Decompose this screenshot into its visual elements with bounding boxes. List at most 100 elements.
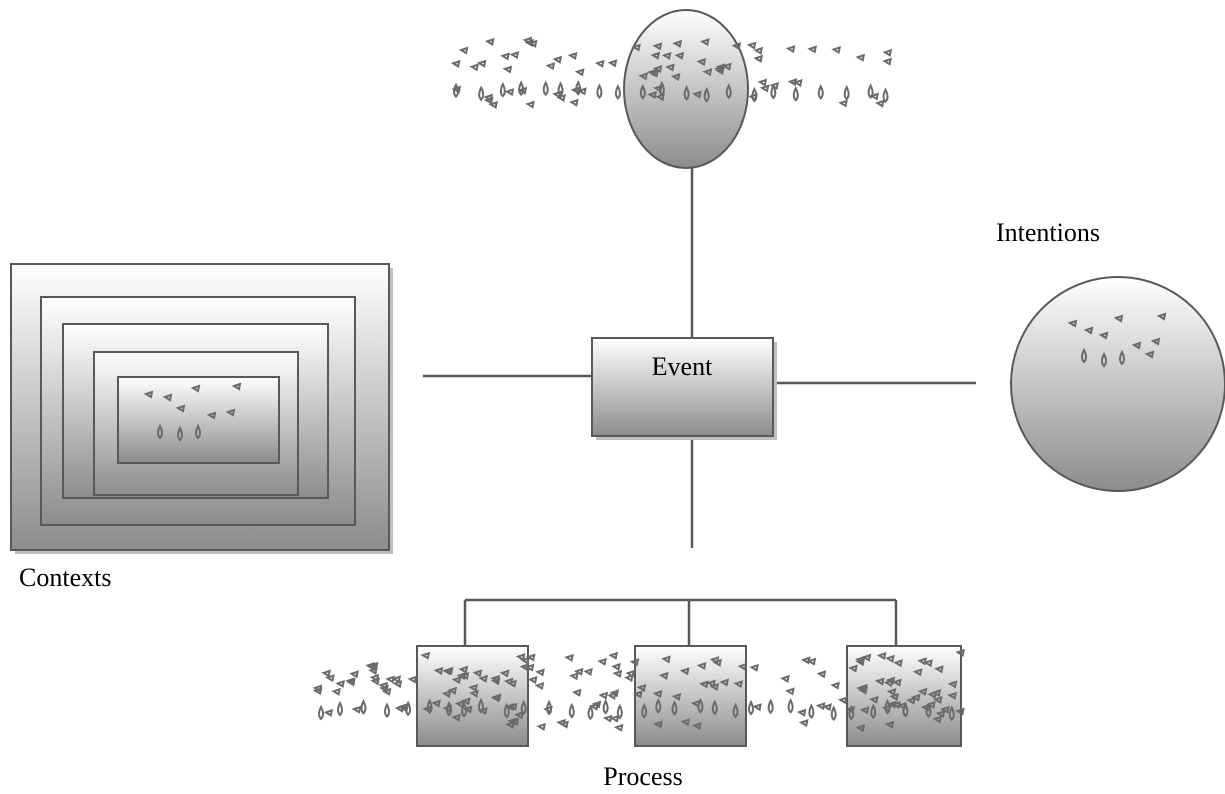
mark-icon bbox=[702, 68, 713, 77]
mark-icon bbox=[731, 42, 742, 51]
scattered-marks-icon bbox=[143, 36, 1167, 733]
mark-icon bbox=[692, 721, 702, 731]
mark-icon bbox=[1131, 341, 1142, 350]
mark-icon bbox=[577, 87, 587, 96]
mark-icon bbox=[613, 723, 624, 732]
mark-icon bbox=[948, 705, 955, 722]
mark-icon bbox=[351, 705, 362, 714]
mark-icon bbox=[335, 679, 346, 688]
mark-icon bbox=[349, 670, 359, 679]
mark-icon bbox=[175, 404, 186, 413]
mark-icon bbox=[483, 96, 494, 105]
mark-icon bbox=[815, 702, 826, 711]
mark-icon bbox=[1101, 351, 1107, 368]
mark-icon bbox=[796, 708, 807, 717]
mark-icon bbox=[697, 697, 704, 714]
mark-icon bbox=[368, 666, 378, 675]
mark-icon bbox=[696, 57, 707, 67]
mark-icon bbox=[1144, 350, 1155, 359]
mark-icon bbox=[472, 669, 483, 678]
mark-icon bbox=[379, 684, 389, 693]
mark-icon bbox=[910, 693, 921, 702]
mark-icon bbox=[451, 676, 462, 685]
mark-icon bbox=[499, 81, 506, 98]
mark-icon bbox=[636, 683, 647, 692]
mark-icon bbox=[770, 83, 777, 100]
mark-icon bbox=[462, 705, 473, 714]
mark-icon bbox=[874, 99, 885, 108]
mark-icon bbox=[625, 669, 636, 678]
mark-icon bbox=[573, 667, 584, 676]
mark-icon bbox=[507, 717, 517, 726]
mark-icon bbox=[848, 664, 858, 673]
mark-icon bbox=[816, 670, 827, 679]
mark-icon bbox=[749, 663, 759, 672]
mark-icon bbox=[597, 657, 607, 666]
mark-icon bbox=[611, 662, 621, 672]
mark-icon bbox=[955, 648, 966, 657]
mark-icon bbox=[624, 674, 634, 683]
mark-icon bbox=[876, 651, 887, 661]
mark-icon bbox=[882, 57, 892, 66]
mark-icon bbox=[514, 711, 524, 720]
mark-icon bbox=[868, 695, 879, 704]
mark-icon bbox=[520, 699, 527, 716]
mark-icon bbox=[751, 86, 758, 103]
mark-icon bbox=[902, 701, 909, 718]
mark-icon bbox=[206, 411, 217, 420]
mark-icon bbox=[1098, 331, 1109, 340]
mark-icon bbox=[671, 700, 678, 716]
mark-icon bbox=[478, 674, 488, 683]
mark-icon bbox=[780, 674, 790, 683]
mark-icon bbox=[469, 63, 479, 72]
mark-icon bbox=[719, 678, 729, 687]
mark-icon bbox=[767, 698, 774, 715]
mark-icon bbox=[325, 674, 335, 683]
mark-icon bbox=[822, 703, 832, 712]
mark-icon bbox=[507, 702, 518, 711]
mark-icon bbox=[882, 87, 889, 104]
mark-icon bbox=[883, 679, 894, 688]
mark-icon bbox=[556, 93, 566, 103]
mark-icon bbox=[312, 684, 323, 693]
mark-icon bbox=[1156, 312, 1167, 321]
mark-icon bbox=[500, 52, 510, 61]
mark-icon bbox=[807, 45, 818, 54]
mark-icon bbox=[524, 663, 535, 672]
mark-icon bbox=[422, 705, 432, 714]
mark-icon bbox=[912, 668, 923, 677]
mark-icon bbox=[927, 690, 938, 699]
mark-icon bbox=[891, 700, 901, 710]
mark-icon bbox=[441, 690, 452, 699]
mark-icon bbox=[602, 714, 613, 723]
mark-icon bbox=[655, 93, 665, 102]
mark-icon bbox=[488, 100, 499, 109]
mark-icon bbox=[830, 705, 837, 722]
mark-icon bbox=[855, 724, 866, 733]
mark-icon bbox=[602, 698, 609, 715]
mark-icon bbox=[652, 42, 663, 51]
mark-icon bbox=[658, 671, 669, 680]
mark-icon bbox=[787, 78, 798, 87]
mark-icon bbox=[674, 51, 685, 60]
mark-icon bbox=[934, 665, 944, 674]
mark-icon bbox=[843, 84, 850, 101]
mark-icon bbox=[458, 46, 469, 55]
mark-icon bbox=[721, 62, 732, 71]
mark-icon bbox=[609, 714, 620, 723]
mark-icon bbox=[458, 665, 469, 674]
mark-icon bbox=[732, 702, 739, 719]
mark-icon bbox=[453, 82, 459, 99]
mark-icon bbox=[365, 662, 376, 671]
mark-icon bbox=[568, 98, 579, 107]
mark-icon bbox=[447, 686, 458, 695]
mark-icon bbox=[157, 423, 163, 440]
mark-icon bbox=[385, 675, 396, 684]
mark-icon bbox=[456, 672, 467, 681]
mark-icon bbox=[392, 679, 403, 689]
mark-icon bbox=[679, 667, 690, 676]
mark-icon bbox=[505, 720, 516, 729]
mark-icon bbox=[884, 720, 895, 729]
mark-icon bbox=[661, 655, 671, 664]
